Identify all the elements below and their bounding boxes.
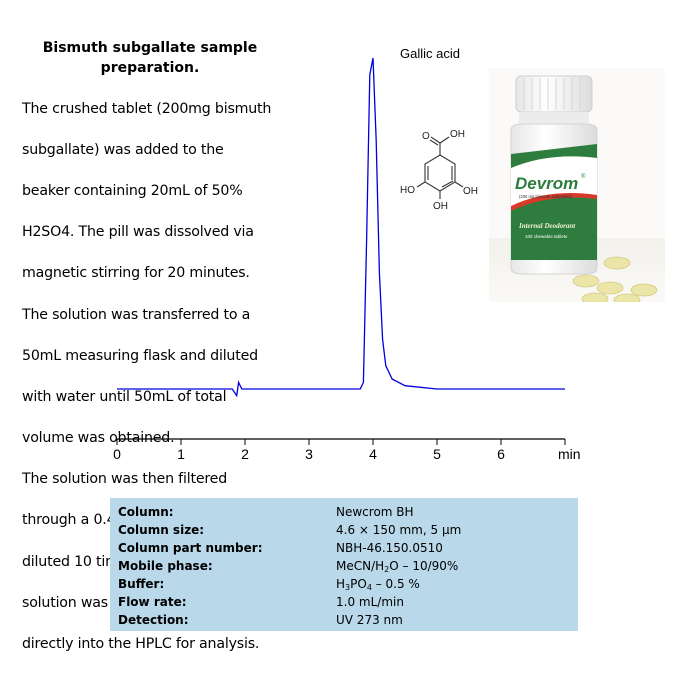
param-row-column-size: Column size: 4.6 × 150 mm, 5 µm — [118, 523, 568, 541]
description-line: H2SO4. The pill was dissolved via — [22, 224, 254, 241]
product-count: 100 chewable tablets — [525, 234, 568, 239]
chromatogram-trace — [117, 57, 565, 398]
param-row-column: Column: Newcrom BH — [118, 505, 568, 523]
param-row-detection: Detection: UV 273 nm — [118, 613, 568, 631]
description-line: with water until 50mL of total — [22, 388, 227, 405]
param-row-part-number: Column part number: NBH-46.150.0510 — [118, 541, 568, 559]
gallic-acid-structure-icon: O OH HO OH OH — [400, 129, 478, 212]
description-line: magnetic stirring for 20 minutes. — [22, 265, 250, 282]
param-key: Flow rate: — [118, 595, 187, 609]
param-key: Column part number: — [118, 541, 263, 555]
param-row-flow-rate: Flow rate: 1.0 mL/min — [118, 595, 568, 613]
devrom-product-photo: Devrom ® (200 mg bismuth subgallate) Int… — [489, 68, 665, 302]
param-key: Detection: — [118, 613, 189, 627]
param-value: 1.0 mL/min — [336, 595, 404, 609]
param-key: Buffer: — [118, 577, 165, 591]
x-axis-unit-label: min — [558, 446, 581, 462]
structure-label-oh-bottom: OH — [433, 201, 448, 212]
x-axis-tick-label: 1 — [177, 446, 185, 462]
param-value: NBH-46.150.0510 — [336, 541, 443, 555]
product-brand: Devrom — [515, 174, 578, 193]
description-line: The solution was transferred to a — [22, 306, 251, 323]
x-axis-tick-label: 4 — [369, 446, 377, 462]
description-line: The crushed tablet (200mg bismuth — [22, 100, 272, 117]
sample-prep-title: Bismuth subgallate sample preparation. — [42, 40, 258, 76]
chromatogram-chart — [116, 57, 566, 445]
param-value: 4.6 × 150 mm, 5 µm — [336, 523, 462, 537]
product-tagline: Internal Deodorant — [518, 222, 576, 230]
hplc-parameters-panel: Column: Newcrom BH Column size: 4.6 × 15… — [110, 498, 578, 631]
description-line: beaker containing 20mL of 50% — [22, 182, 243, 199]
param-value: Newcrom BH — [336, 505, 414, 519]
param-value: UV 273 nm — [336, 613, 403, 627]
tablets — [572, 256, 658, 302]
x-axis-tick-label: 0 — [113, 446, 121, 462]
x-axis-tick-label: 5 — [433, 446, 441, 462]
structure-label-oh-right: OH — [463, 186, 478, 197]
param-key: Mobile phase: — [118, 559, 213, 573]
param-row-buffer: Buffer: H3PO4 – 0.5 % — [118, 577, 568, 595]
structure-label-ho-left: HO — [400, 185, 415, 196]
param-key: Column: — [118, 505, 174, 519]
devrom-bottle-illustration: Devrom ® (200 mg bismuth subgallate) Int… — [489, 75, 665, 302]
description-line: volume was obtained. — [22, 430, 175, 447]
product-subtitle: (200 mg bismuth subgallate) — [519, 194, 572, 199]
param-value: MeCN/H2O – 10/90% — [336, 559, 459, 574]
structure-label-o: O — [422, 131, 430, 142]
product-registered-mark: ® — [581, 173, 586, 180]
x-axis-tick-label: 2 — [241, 446, 249, 462]
param-row-mobile-phase: Mobile phase: MeCN/H2O – 10/90% — [118, 559, 568, 577]
x-axis — [116, 438, 566, 445]
description-line: 50mL measuring flask and diluted — [22, 347, 258, 364]
peak-annotation-gallic-acid: Gallic acid — [400, 46, 460, 61]
description-line: The solution was then filtered — [22, 471, 227, 488]
x-axis-tick-label: 3 — [305, 446, 313, 462]
description-line: directly into the HPLC for analysis. — [22, 636, 260, 653]
description-line: subgallate) was added to the — [22, 141, 224, 158]
x-axis-tick-label: 6 — [497, 446, 505, 462]
param-value: H3PO4 – 0.5 % — [336, 577, 420, 592]
structure-label-oh-top: OH — [450, 129, 465, 140]
param-key: Column size: — [118, 523, 205, 537]
